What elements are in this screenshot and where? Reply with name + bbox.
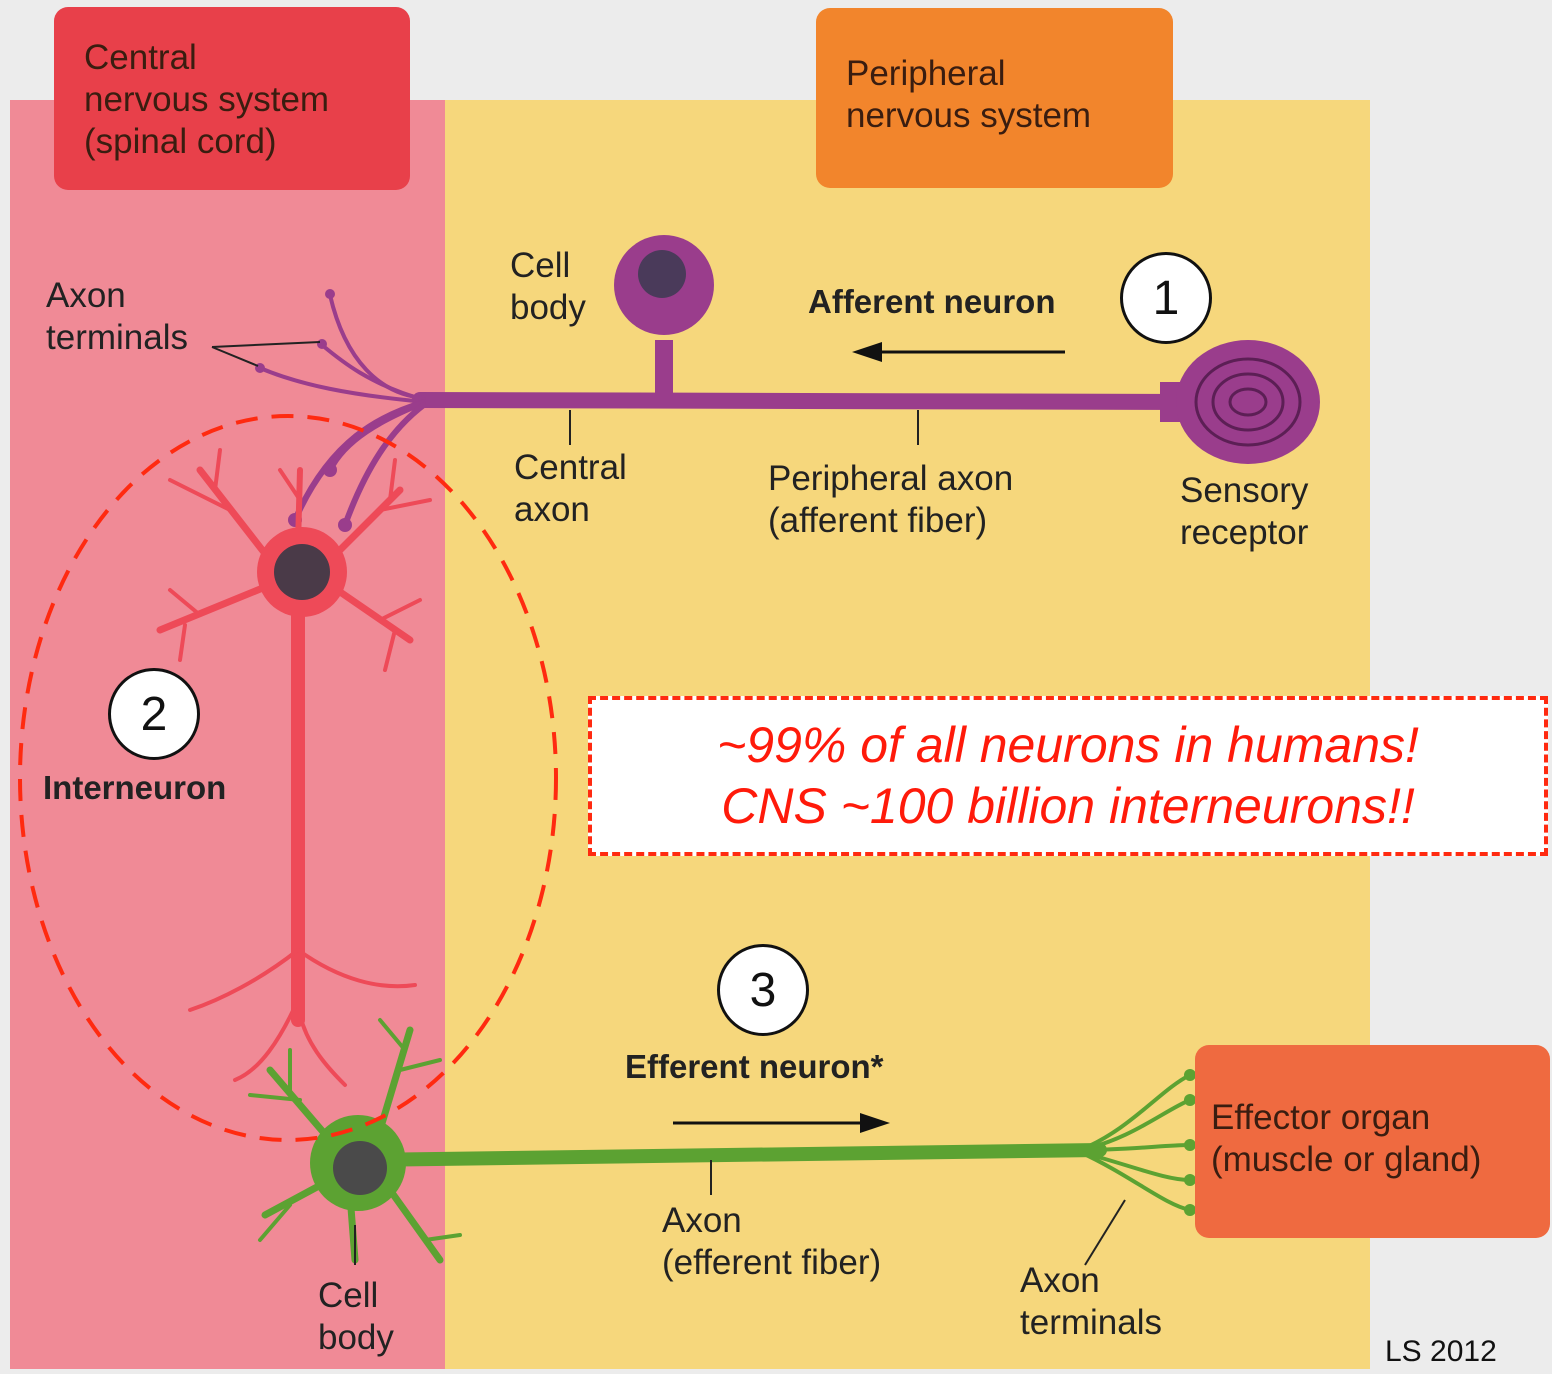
badge-afferent: 1 — [1120, 252, 1212, 344]
interneuron-callout: ~99% of all neurons in humans! CNS ~100 … — [588, 696, 1548, 856]
cell-body-bottom-label: Cell body — [318, 1275, 394, 1359]
efferent-nucleus — [333, 1141, 387, 1195]
sensory-receptor-label: Sensory receptor — [1180, 470, 1308, 554]
cns-region-label: Central nervous system (spinal cord) — [54, 7, 410, 190]
central-axon-label: Central axon — [514, 447, 627, 531]
afferent-neuron-label: Afferent neuron — [808, 282, 1056, 322]
callout-line-2: CNS ~100 billion interneurons!! — [721, 776, 1414, 837]
credit-text: LS 2012 — [1385, 1335, 1497, 1369]
badge-interneuron: 2 — [108, 668, 200, 760]
efferent-neuron-label: Efferent neuron* — [625, 1047, 884, 1087]
axon-terminals-bottom-label: Axon terminals — [1020, 1260, 1162, 1344]
effector-organ-box: Effector organ (muscle or gland) — [1195, 1045, 1550, 1238]
interneuron-label: Interneuron — [43, 768, 226, 808]
afferent-nucleus — [638, 250, 686, 298]
axon-efferent-label: Axon (efferent fiber) — [662, 1200, 881, 1284]
cell-body-top-label: Cell body — [510, 245, 586, 329]
pns-region-label: Peripheral nervous system — [816, 8, 1173, 188]
interneuron-nucleus — [274, 544, 330, 600]
axon-terminals-top-label: Axon terminals — [46, 275, 188, 359]
callout-line-1: ~99% of all neurons in humans! — [717, 715, 1419, 776]
peripheral-axon-label: Peripheral axon (afferent fiber) — [768, 458, 1013, 542]
badge-efferent: 3 — [717, 944, 809, 1036]
sensory-receptor-shape — [1176, 340, 1320, 464]
